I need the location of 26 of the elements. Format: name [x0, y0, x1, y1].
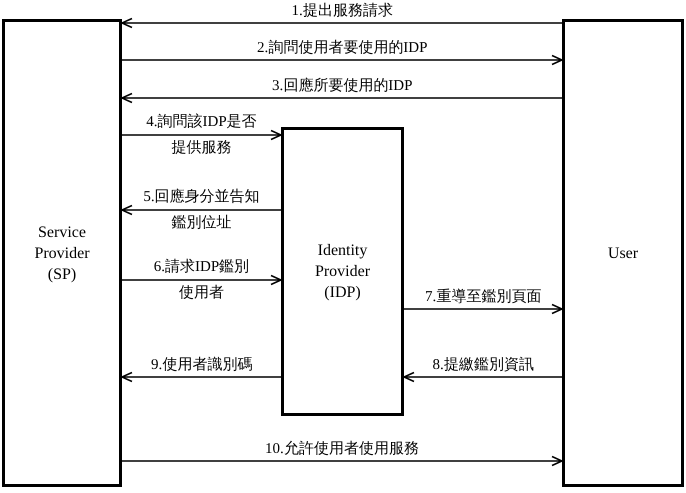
entity-box [562, 19, 684, 487]
edge-label: 8.提繳鑑別資訊 [432, 356, 534, 374]
edge-label: 9.使用者識別碼 [151, 356, 252, 374]
edge-label: 6.請求IDP鑑別使用者 [152, 258, 250, 303]
arrow [122, 54, 563, 66]
arrow [122, 274, 282, 286]
arrow [121, 372, 281, 382]
box-label: Identity Provider (IDP) [314, 241, 372, 303]
edge-label: 4.詢問該IDP是否提供服務 [145, 112, 258, 158]
edge-label: 7.重導至鑑別頁面 [425, 288, 542, 306]
entity-box [281, 127, 404, 416]
arrow [121, 204, 281, 216]
entity-box [2, 19, 122, 487]
box-label: Service Provider (SP) [33, 222, 91, 284]
arrow [403, 372, 562, 382]
arrow [122, 456, 563, 466]
edge-label: 10.允許使用者使用服務 [265, 440, 419, 458]
edge-label: 3.回應所要使用的IDP [272, 77, 412, 95]
arrow [122, 130, 282, 140]
arrow [404, 304, 563, 314]
box-label: User [608, 244, 638, 264]
edge-label: 1.提出服務請求 [292, 2, 393, 20]
edge-label: 5.回應身分並告知鑑別位址 [142, 188, 261, 233]
arrow [121, 18, 562, 28]
edge-label: 2.詢問使用者要使用的IDP [257, 39, 428, 57]
arrow [121, 92, 562, 104]
